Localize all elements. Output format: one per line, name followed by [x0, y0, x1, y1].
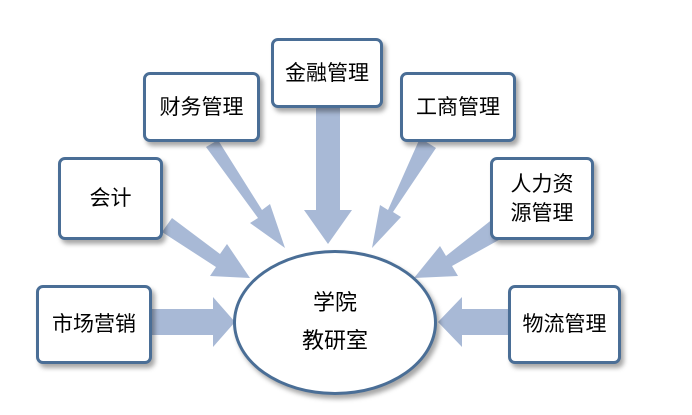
center-label-line1: 学院: [312, 290, 357, 316]
node-finance-management: 金融管理: [271, 38, 383, 108]
arrow-human-resources: [414, 218, 506, 278]
node-logistics-management: 物流管理: [508, 285, 621, 364]
node-financial-management: 财务管理: [143, 72, 260, 142]
center-label-line2: 教研室: [301, 328, 368, 354]
arrow-logistics-management: [438, 297, 508, 347]
arrow-marketing: [152, 297, 235, 347]
arrow-accounting: [162, 218, 250, 278]
center-node-college-teaching-office: 学院 教研室: [233, 250, 437, 395]
node-marketing: 市场营销: [36, 285, 152, 364]
arrow-financial-management: [206, 140, 285, 248]
node-business-administration: 工商管理: [400, 72, 516, 142]
arrow-finance-management: [304, 108, 352, 244]
node-accounting: 会计: [58, 157, 163, 240]
arrow-business-administration: [372, 138, 436, 248]
node-human-resources: 人力资 源管理: [490, 157, 594, 240]
